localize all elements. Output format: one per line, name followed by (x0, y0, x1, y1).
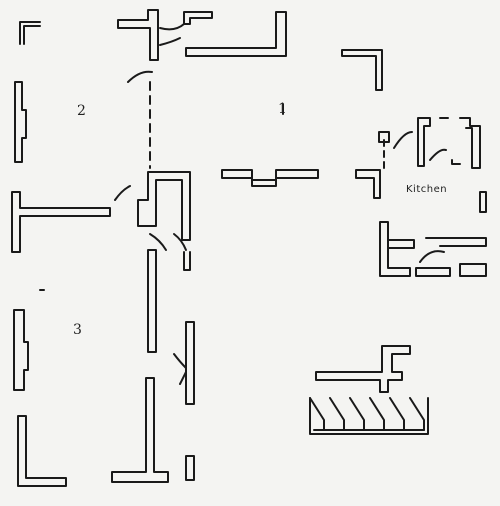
door-lower-right (173, 353, 187, 385)
wall-vertical-a (147, 249, 157, 353)
stair-steps (309, 397, 425, 431)
door-central-b (173, 233, 187, 251)
wall-left-middle (11, 191, 111, 253)
wall-vertical-b (183, 251, 191, 271)
wall-bath-mid (387, 237, 487, 249)
door-room2-top (127, 70, 153, 83)
door-central-a (149, 233, 167, 251)
room-label-3: 3 (73, 322, 82, 338)
kitchen-fixture (378, 131, 390, 143)
wall-bottom-stub (185, 455, 195, 481)
wall-bath-left (379, 221, 411, 277)
wall-vertical-c (185, 321, 195, 405)
wall-room2-left (14, 81, 27, 163)
wall-bottom-left (17, 415, 67, 487)
wall-top-right-corner (341, 49, 383, 91)
door-swing-top (159, 23, 185, 46)
wall-top-entrance (117, 9, 159, 61)
stair-railing (309, 397, 429, 435)
wall-kitchen-left (355, 169, 381, 199)
room-label-kitchen: Kitchen (406, 184, 448, 195)
wall-central-block (137, 171, 191, 241)
room-label-1: 1 (278, 101, 287, 117)
wall-room3-left (13, 309, 29, 391)
wall-bath-bottom (415, 263, 487, 277)
wall-top-long (185, 11, 287, 57)
door-kitchen-top (393, 131, 413, 149)
stair-top (315, 345, 411, 393)
wall-kitchen-top-right (439, 117, 481, 169)
door-kitchen-inner (429, 148, 461, 165)
wall-top-left-corner (19, 21, 41, 45)
door-left-middle (114, 185, 131, 201)
wall-bottom-central (111, 377, 169, 483)
room-label-2: 2 (77, 103, 86, 119)
door-bath (419, 250, 445, 263)
wall-kitchen-right-stub (479, 191, 487, 213)
wall-kitchen-top (417, 117, 431, 167)
wall-room1-mid (221, 169, 319, 187)
